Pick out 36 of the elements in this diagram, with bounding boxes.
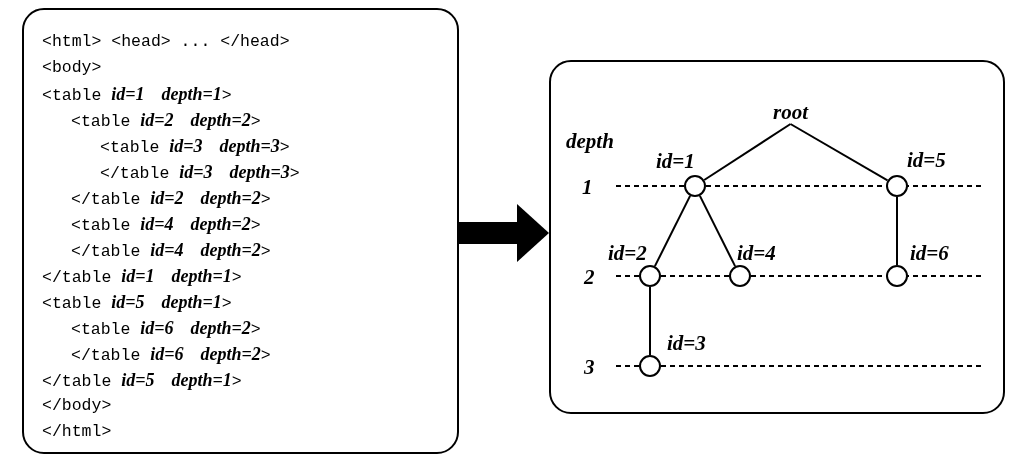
- code-line: <body>: [42, 57, 102, 79]
- code-line: <table id=2 depth=2>: [71, 109, 261, 133]
- code-line: </table id=1 depth=1>: [42, 265, 242, 289]
- node-label: id=5: [907, 149, 946, 171]
- tree-edge: [789, 123, 889, 182]
- code-line: </body>: [42, 395, 112, 417]
- level-number: 3: [584, 356, 595, 378]
- code-line: </table id=2 depth=2>: [71, 187, 271, 211]
- tree-edge: [649, 286, 651, 356]
- code-line: </table id=4 depth=2>: [71, 239, 271, 263]
- level-number: 1: [582, 176, 593, 198]
- code-line: </table id=3 depth=3>: [100, 161, 300, 185]
- tree-edge: [703, 123, 792, 181]
- code-line: <table id=5 depth=1>: [42, 291, 232, 315]
- node-label: id=4: [737, 242, 776, 264]
- level-number: 2: [584, 266, 595, 288]
- code-line: </html>: [42, 421, 112, 443]
- node-label: id=2: [608, 242, 647, 264]
- node-label: id=1: [656, 150, 695, 172]
- code-line: </table id=5 depth=1>: [42, 369, 242, 393]
- code-line: <table id=4 depth=2>: [71, 213, 261, 237]
- tree-edge: [653, 194, 692, 268]
- code-line: <table id=6 depth=2>: [71, 317, 261, 341]
- code-line: <table id=3 depth=3>: [100, 135, 290, 159]
- depth-label: depth: [566, 130, 614, 152]
- root-label: root: [773, 101, 808, 123]
- node-label: id=3: [667, 332, 706, 354]
- tree-edge: [896, 196, 898, 266]
- tree-edge: [698, 194, 737, 268]
- code-panel: [22, 8, 459, 454]
- code-line: <html> <head> ... </head>: [42, 31, 290, 53]
- code-line: </table id=6 depth=2>: [71, 343, 271, 367]
- block-arrow: [459, 204, 549, 262]
- code-line: <table id=1 depth=1>: [42, 83, 232, 107]
- node-label: id=6: [910, 242, 949, 264]
- tree-panel: [549, 60, 1005, 414]
